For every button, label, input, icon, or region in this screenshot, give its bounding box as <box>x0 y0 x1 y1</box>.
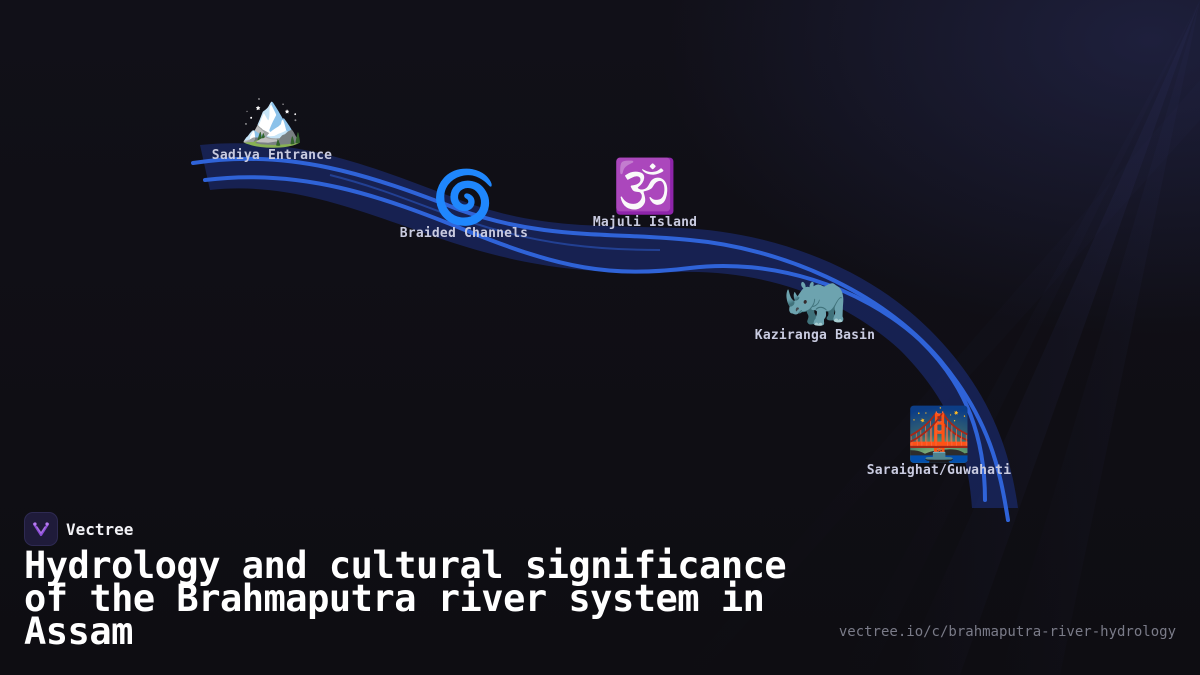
station-sadiya-entrance: 🏔️ Sadiya Entrance <box>212 92 332 163</box>
river-channel-secondary <box>203 175 987 502</box>
spiral-icon: 🌀 <box>431 168 497 228</box>
brand[interactable]: Vectree <box>24 512 133 546</box>
page-title: Hydrology and cultural significance of t… <box>24 544 787 653</box>
station-braided-channels: 🌀 Braided Channels <box>400 170 528 241</box>
river-channel-main <box>191 156 1010 522</box>
station-kaziranga-basin: 🦏 Kaziranga Basin <box>755 272 875 343</box>
vectree-logo-icon <box>24 512 58 546</box>
station-majuli-island: 🕉️ Majuli Island <box>593 159 697 230</box>
station-label: Saraighat/Guwahati <box>866 463 1012 478</box>
station-label: Kaziranga Basin <box>754 328 876 343</box>
mountain-icon: 🏔️ <box>239 90 305 150</box>
river-channel-inner <box>329 174 661 251</box>
station-label: Majuli Island <box>592 215 698 230</box>
brand-name: Vectree <box>66 519 134 539</box>
station-label: Braided Channels <box>399 226 529 241</box>
station-label: Sadiya Entrance <box>211 148 333 163</box>
bridge-at-night-icon: 🌉 <box>906 405 972 465</box>
station-saraighat-guwahati: 🌉 Saraighat/Guwahati <box>867 407 1011 478</box>
om-icon: 🕉️ <box>612 157 678 217</box>
rhino-icon: 🦏 <box>782 270 848 330</box>
page-url[interactable]: vectree.io/c/brahmaputra-river-hydrology <box>838 624 1176 640</box>
